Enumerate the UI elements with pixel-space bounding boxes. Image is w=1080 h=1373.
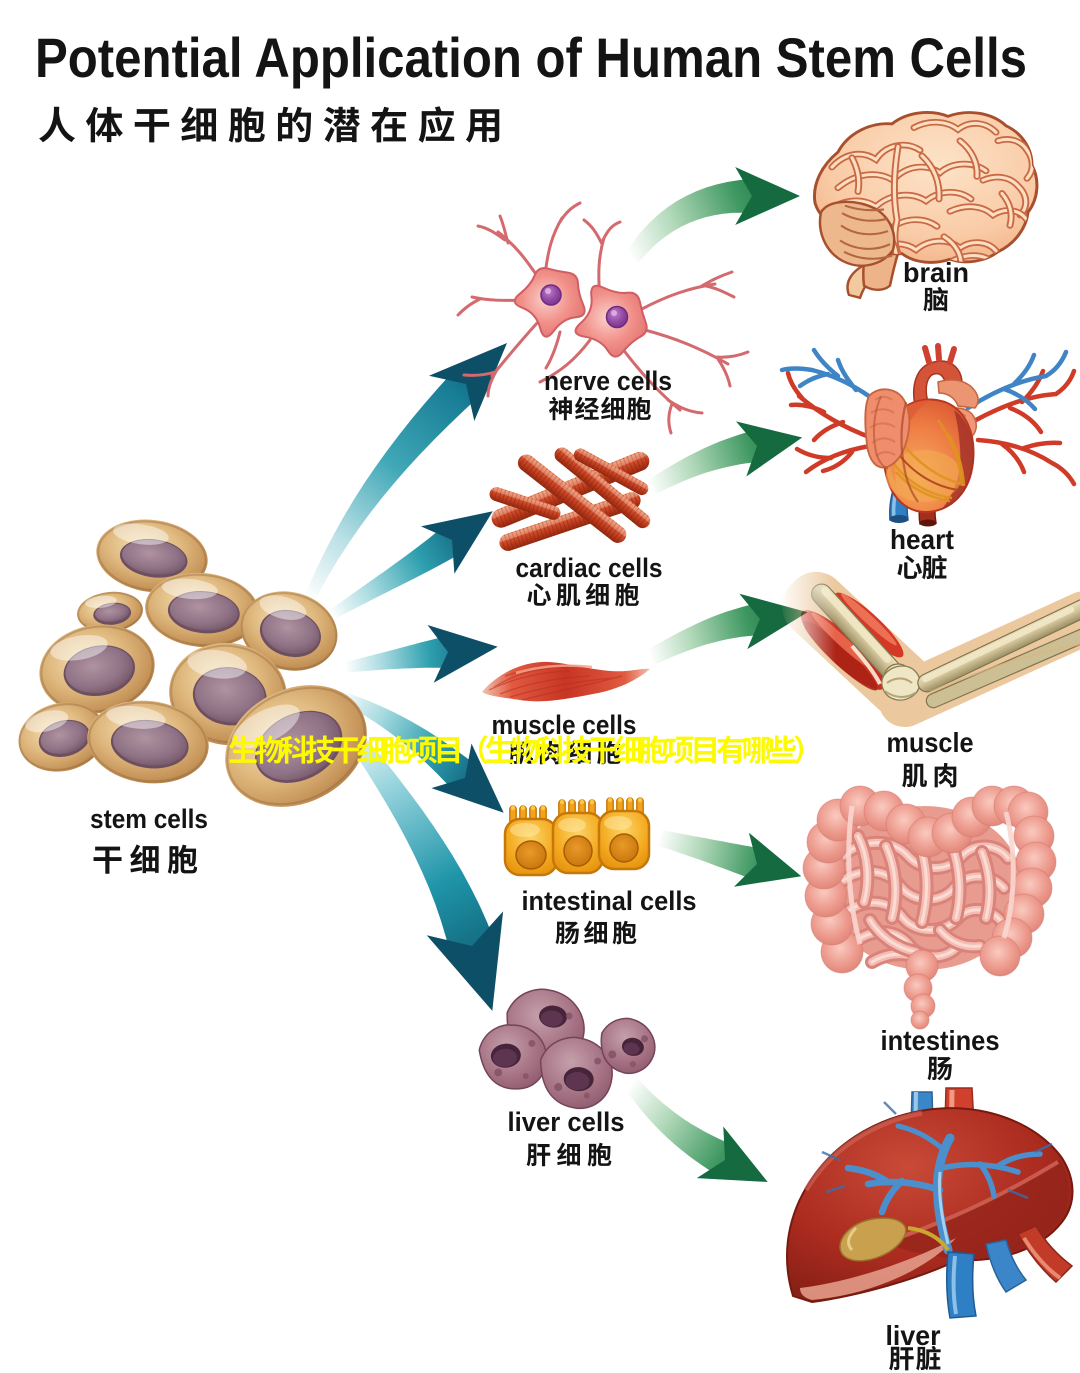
svg-text:Potential Application of Human: Potential Application of Human Stem Cell… bbox=[35, 26, 1027, 89]
svg-text:cardiac cells: cardiac cells bbox=[516, 553, 663, 583]
svg-text:intestinal cells: intestinal cells bbox=[522, 886, 697, 916]
svg-text:liver cells: liver cells bbox=[508, 1107, 625, 1137]
svg-text:brain: brain bbox=[903, 257, 969, 288]
svg-text:muscle: muscle bbox=[887, 727, 974, 758]
svg-text:muscle cells: muscle cells bbox=[492, 710, 637, 740]
svg-text:heart: heart bbox=[890, 524, 954, 555]
svg-text:stem cells: stem cells bbox=[90, 804, 208, 834]
svg-text:intestines: intestines bbox=[881, 1025, 1000, 1056]
svg-text:liver: liver bbox=[886, 1320, 941, 1351]
svg-text:nerve cells: nerve cells bbox=[544, 366, 672, 396]
